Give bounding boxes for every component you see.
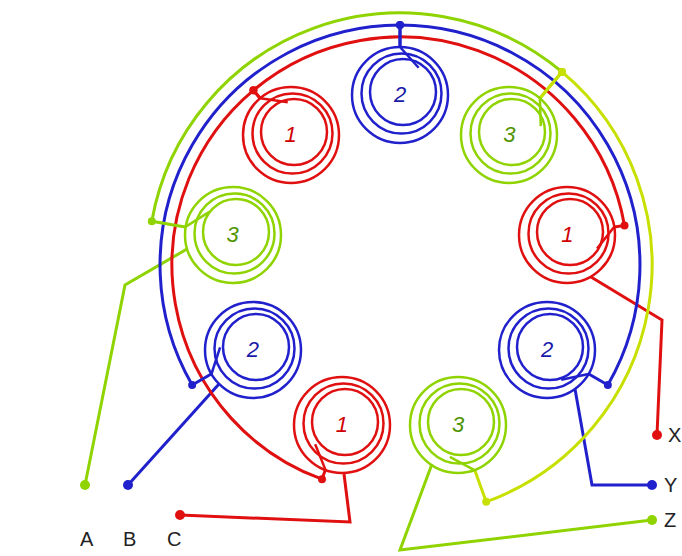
terminal-dot — [652, 430, 662, 440]
phase-connector — [152, 13, 562, 227]
coil-number: 3 — [406, 373, 510, 477]
coil: 1 — [515, 183, 619, 287]
terminal-label: B — [121, 528, 138, 550]
coil-number: 2 — [348, 43, 452, 147]
terminal-label: C — [165, 528, 183, 550]
junction-dot — [148, 217, 156, 225]
coil: 2 — [495, 298, 599, 402]
coil: 2 — [201, 298, 305, 402]
terminal-label: X — [666, 424, 682, 446]
junction-dot — [604, 381, 612, 389]
coil-number: 1 — [515, 183, 619, 287]
coil-lead — [450, 457, 475, 470]
phase-connector — [475, 72, 652, 502]
phase-wire — [400, 464, 652, 550]
coil-number: 2 — [495, 298, 599, 402]
coil: 2 — [348, 43, 452, 147]
coil: 1 — [239, 83, 343, 187]
phase-wire — [180, 474, 350, 522]
coil-number: 2 — [201, 298, 305, 402]
coil-lead — [597, 227, 614, 249]
terminal-label: Z — [662, 509, 678, 531]
phase-wire — [575, 389, 652, 485]
junction-dot — [558, 68, 566, 76]
coil-lead — [539, 98, 542, 126]
terminal-dot — [647, 515, 657, 525]
phase-wire — [591, 277, 662, 435]
junction-dot — [621, 221, 629, 229]
coil-number: 1 — [290, 373, 394, 477]
coil: 3 — [181, 183, 285, 287]
junction-dot — [396, 21, 404, 29]
junction-dot — [249, 86, 257, 94]
coil: 3 — [406, 373, 510, 477]
junction-dot — [188, 381, 196, 389]
coil-lead — [211, 347, 220, 374]
terminal-label: Y — [662, 474, 679, 496]
terminal-dot — [647, 480, 657, 490]
coil-number: 1 — [239, 83, 343, 187]
junction-dot — [558, 68, 566, 76]
terminal-dot — [123, 480, 133, 490]
junction-dot — [396, 21, 404, 29]
junction-dot — [318, 475, 326, 483]
terminal-label: A — [78, 528, 95, 550]
junction-dot — [482, 498, 490, 506]
coil-lead — [400, 47, 419, 68]
coil-lead — [315, 444, 325, 470]
phase-wire — [128, 384, 219, 485]
phase-connector — [400, 25, 640, 385]
junction-dot — [249, 86, 257, 94]
coil-lead — [260, 98, 288, 102]
coil-lead — [561, 374, 588, 380]
coil: 3 — [457, 83, 561, 187]
coil-number: 3 — [181, 183, 285, 287]
terminal-dot — [80, 480, 90, 490]
terminal-dot — [175, 510, 185, 520]
coil: 1 — [290, 373, 394, 477]
coil-number: 3 — [457, 83, 561, 187]
coil-lead — [185, 212, 209, 227]
